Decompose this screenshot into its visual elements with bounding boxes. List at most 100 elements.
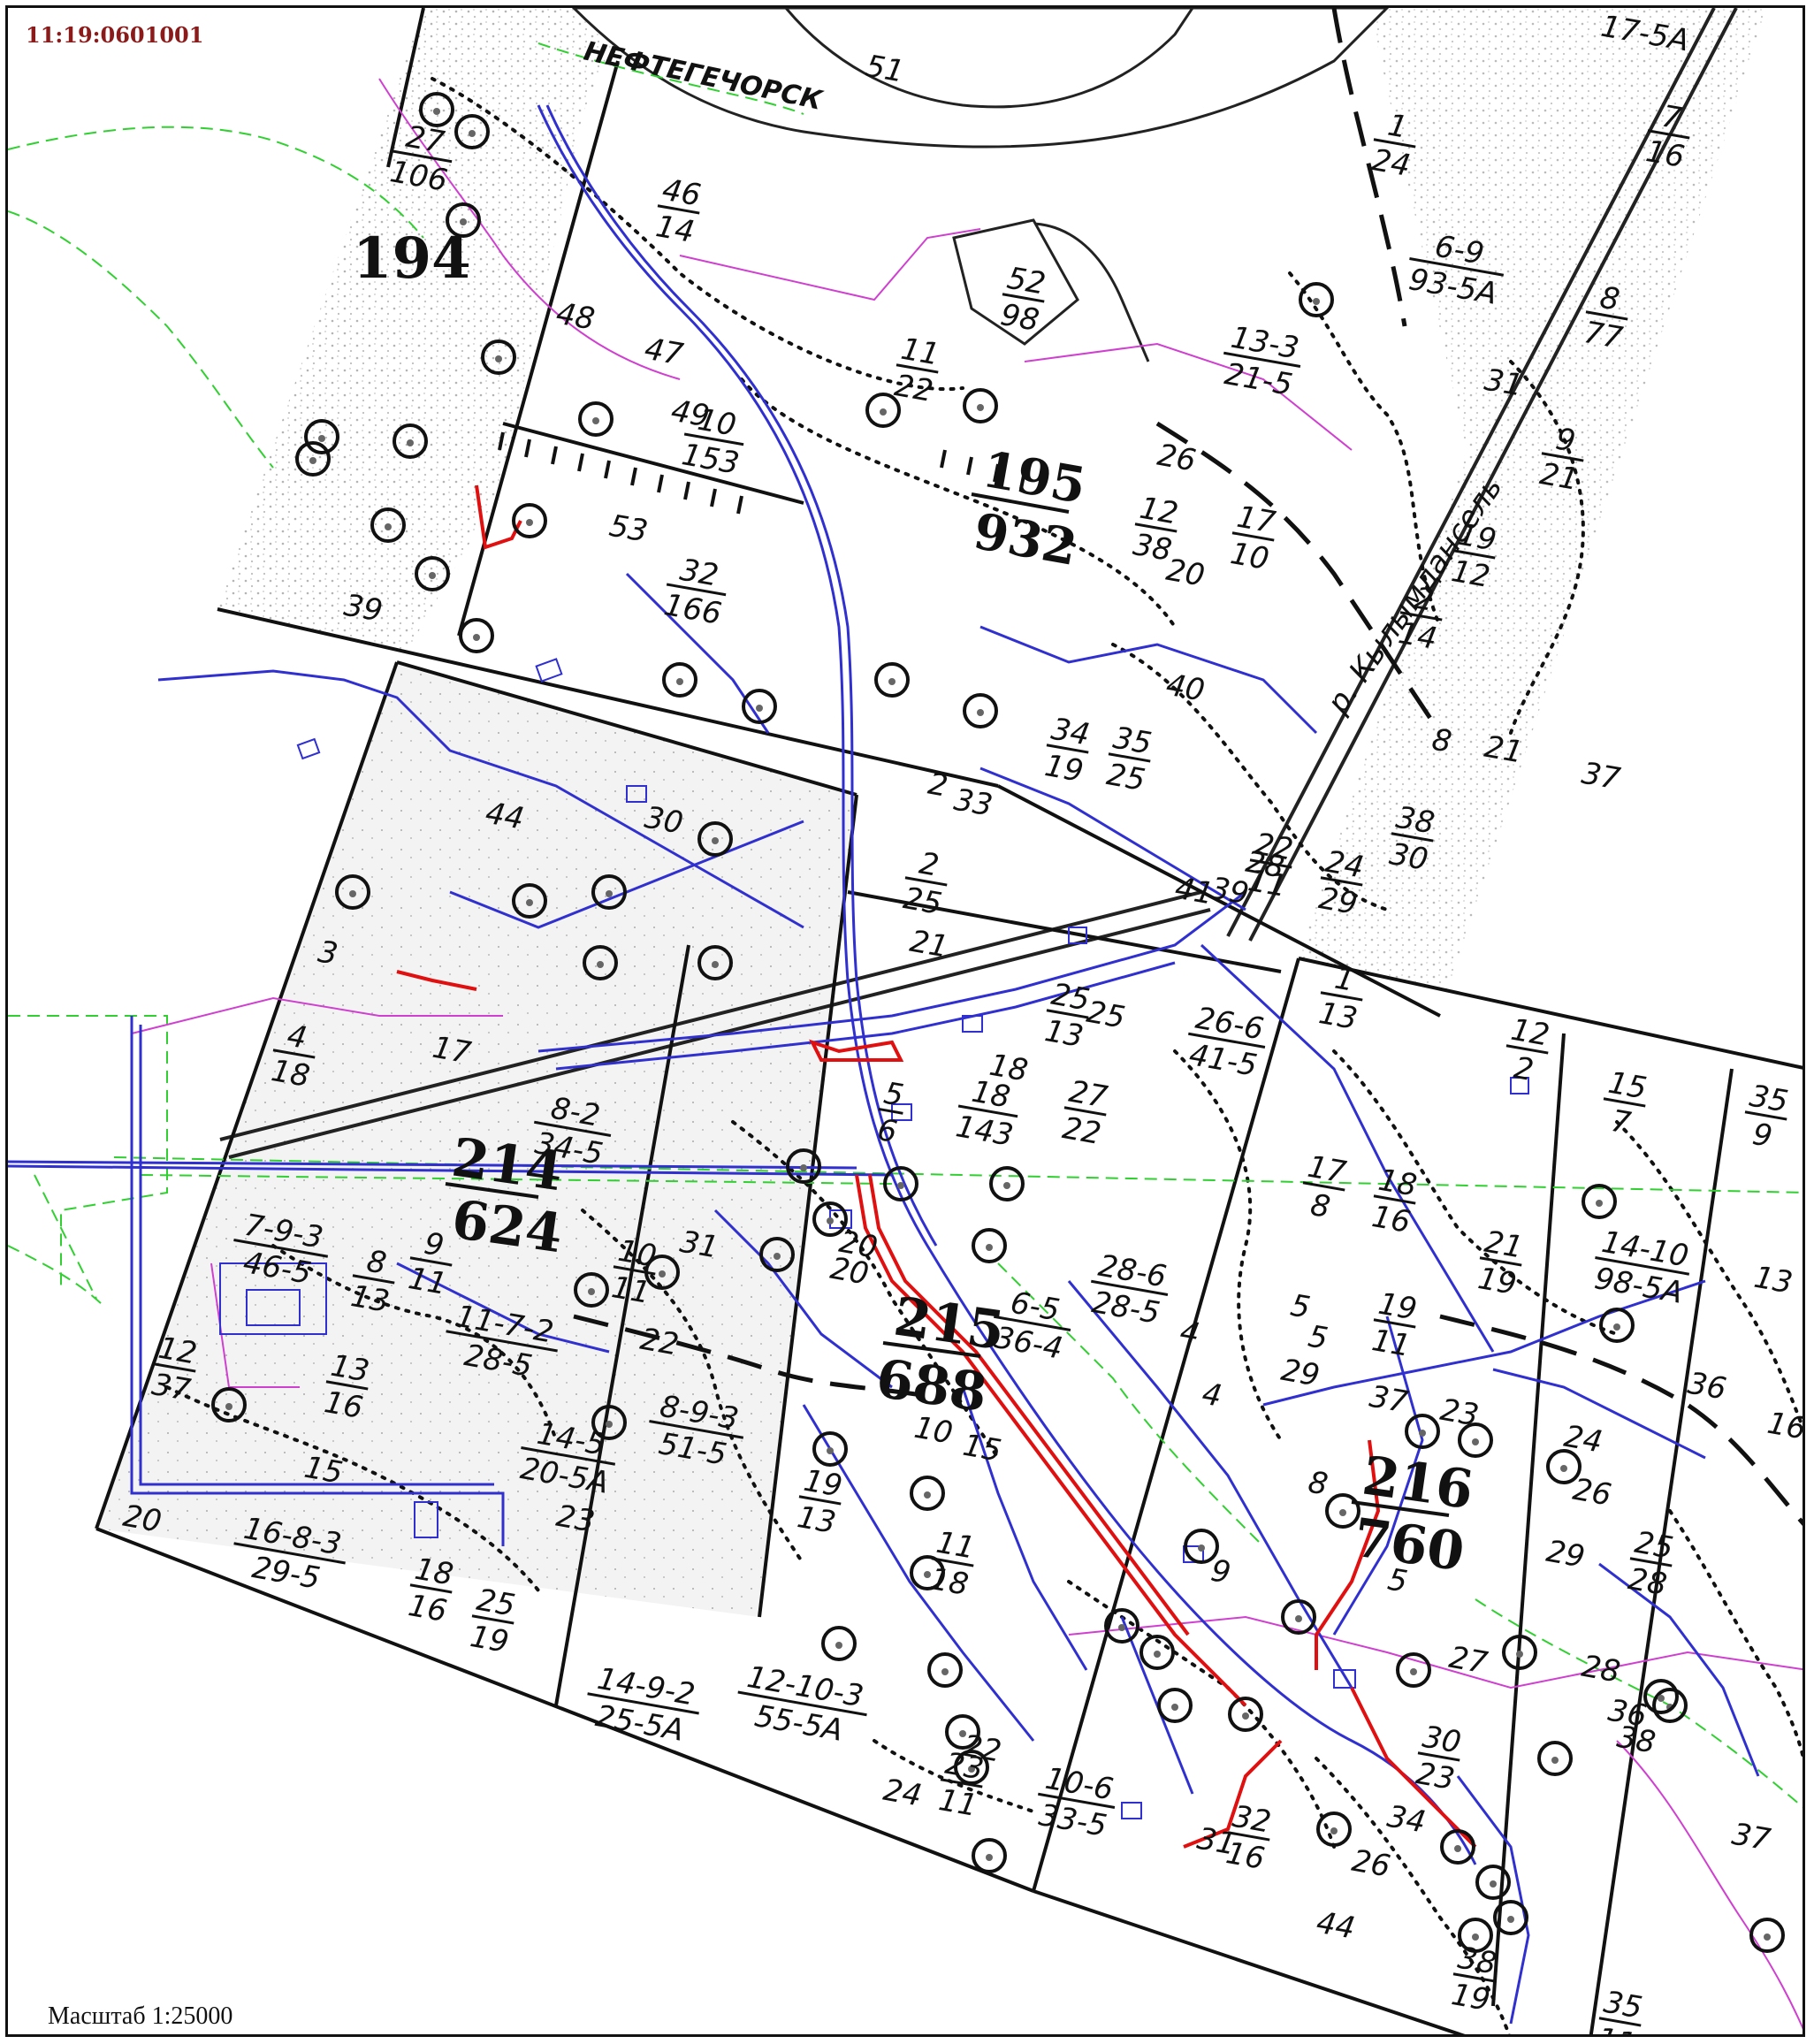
- compartment-label: 921: [1537, 422, 1584, 498]
- fraction-bar: [1038, 1792, 1116, 1809]
- cadastral-map[interactable]: 194 195 932 214 624 215 688 216 760 2710…: [8, 8, 1805, 2037]
- fraction-bar: [409, 1256, 453, 1267]
- well-circle: [1299, 282, 1334, 317]
- well-circle: [963, 693, 998, 728]
- fraction-bar: [1320, 991, 1363, 1002]
- well-dot: [1596, 1200, 1603, 1207]
- fraction-bar: [1452, 1972, 1496, 1983]
- compartment-number: 38: [1614, 1720, 1658, 1761]
- fraction-bar: [994, 1315, 1071, 1331]
- compartment-number: 20: [827, 1251, 872, 1293]
- well-dot: [1242, 1712, 1249, 1720]
- compartment-number: 17: [430, 1030, 474, 1072]
- well-circle: [481, 339, 516, 375]
- compartment-label: 28-628-5: [1089, 1248, 1169, 1331]
- well-dot: [1003, 1182, 1010, 1189]
- well-circle: [1228, 1697, 1263, 1732]
- compartment-area: 14: [653, 209, 697, 250]
- well-circle: [1652, 1688, 1688, 1723]
- compartment-area: 18: [269, 1053, 313, 1094]
- well-circle: [512, 503, 547, 538]
- compartment-label: 124: [1369, 108, 1416, 184]
- fraction-bar: [1231, 531, 1275, 542]
- fraction-bar: [534, 1120, 612, 1137]
- compartment-label: 225: [901, 846, 948, 922]
- compartment-number: 22: [960, 1728, 1004, 1770]
- compartment-area: 11: [406, 1261, 450, 1302]
- well-dot: [827, 1217, 834, 1224]
- well-dot: [473, 634, 480, 641]
- compartment-area: 37: [149, 1367, 194, 1408]
- well-circle: [295, 441, 331, 477]
- compartment-number: 24: [880, 1773, 925, 1814]
- well-circle: [454, 114, 490, 149]
- compartment-area: 24: [1369, 142, 1414, 184]
- well-circle: [1157, 1688, 1193, 1723]
- compartment-area: 25: [1104, 757, 1148, 798]
- well-circle: [812, 1431, 848, 1467]
- well-dot: [1472, 1933, 1479, 1941]
- well-circle: [1316, 1811, 1352, 1847]
- block-215-bottom: 688: [873, 1348, 991, 1425]
- well-circle: [591, 1405, 627, 1440]
- fraction-bar: [1452, 549, 1496, 560]
- well-circle: [1405, 1414, 1440, 1449]
- fraction-bar: [272, 1049, 316, 1059]
- compartment-area: 23: [1414, 1756, 1458, 1797]
- well-circle: [910, 1476, 945, 1511]
- fraction-bar: [957, 1104, 1018, 1118]
- fraction-bar: [649, 1420, 744, 1439]
- well-dot: [385, 523, 392, 530]
- well-dot: [1658, 1695, 1665, 1702]
- well-circle: [697, 945, 733, 980]
- contour-lines: [165, 77, 1803, 2034]
- well-symbols: [211, 92, 1785, 1953]
- compartment-number: 6-5: [1008, 1285, 1063, 1329]
- compartment-number: 18: [987, 1048, 1031, 1089]
- well-dot: [225, 1403, 232, 1410]
- fraction-bar: [446, 1330, 558, 1353]
- compartment-area: 13: [795, 1499, 839, 1541]
- compartment-number: 37: [1579, 756, 1623, 797]
- compartment-number: 13: [1751, 1260, 1795, 1301]
- well-circle: [591, 874, 627, 910]
- compartment-label: 214: [1396, 581, 1443, 657]
- well-circle: [865, 393, 901, 428]
- well-dot: [712, 837, 719, 844]
- compartment-number: 41: [1172, 871, 1216, 912]
- fraction-bar: [798, 1495, 842, 1506]
- compartment-area: 13: [1042, 1013, 1086, 1055]
- fraction-bar: [1505, 1044, 1549, 1055]
- block-194: 194: [353, 225, 471, 292]
- river-bend: [571, 8, 1390, 362]
- compartment-area: 12: [1449, 553, 1493, 595]
- compartment-number: 21: [1482, 729, 1526, 771]
- compartment-label: 716: [1643, 99, 1690, 175]
- fraction-bar: [1108, 752, 1151, 763]
- well-circle: [812, 1201, 848, 1237]
- well-dot: [526, 899, 533, 906]
- compartment-number: 30: [642, 800, 686, 842]
- compartment-number: 16: [1764, 1406, 1805, 1447]
- block-215-top: 215: [890, 1286, 1009, 1363]
- well-circle: [662, 662, 697, 698]
- well-dot: [756, 705, 763, 712]
- well-circle: [1458, 1422, 1493, 1458]
- fraction-bar: [1603, 1097, 1646, 1108]
- well-circle: [459, 618, 494, 653]
- compartment-area: 16: [1643, 133, 1688, 175]
- compartment-number: 22: [637, 1322, 682, 1363]
- fraction-bar: [1391, 832, 1434, 843]
- well-circle: [883, 1166, 918, 1201]
- fraction-bar: [940, 1778, 983, 1788]
- compartment-label: 16-8-329-5: [233, 1511, 346, 1597]
- well-dot: [407, 439, 414, 446]
- fraction-bar: [352, 1274, 395, 1285]
- fraction-bar: [1399, 611, 1443, 622]
